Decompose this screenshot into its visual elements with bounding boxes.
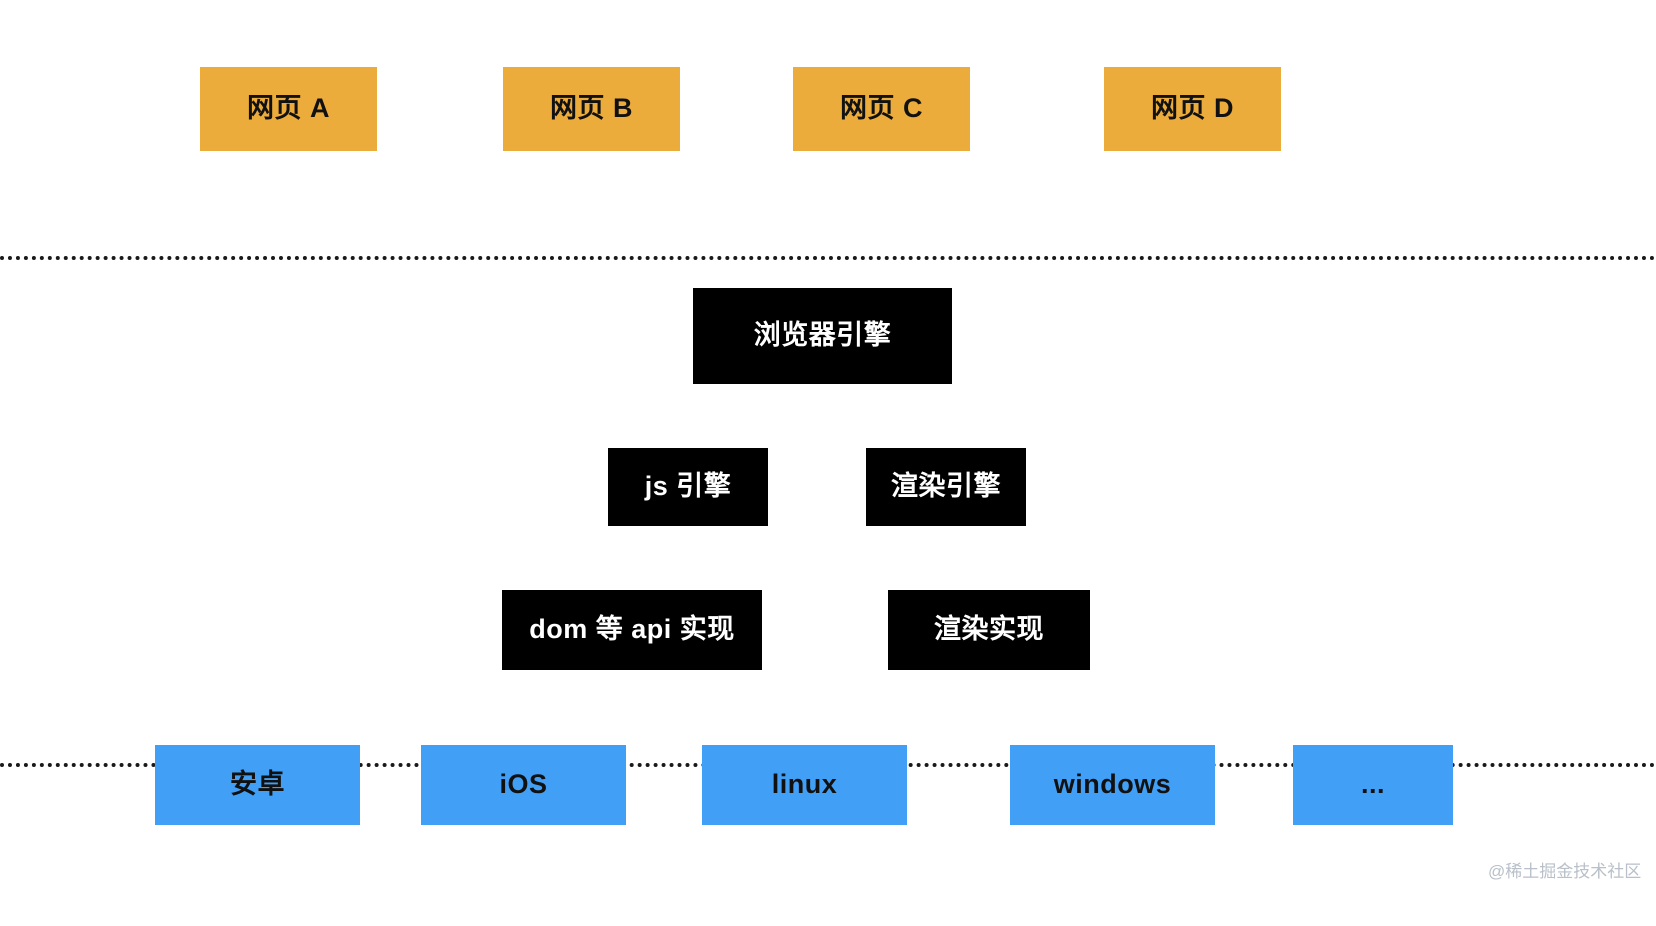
os-label-windows: windows [1053,769,1172,800]
web-page-box-d: 网页 D [1104,67,1281,151]
os-box-ios: iOS [421,745,626,825]
browser-engine-label: 浏览器引擎 [753,320,892,351]
os-box-more: ... [1293,745,1453,825]
os-label-linux: linux [771,769,838,800]
render-engine-label: 渲染引擎 [891,471,1001,502]
web-page-label-d: 网页 D [1151,93,1234,124]
web-page-label-a: 网页 A [247,93,330,124]
os-label-android: 安卓 [230,769,285,800]
web-page-box-b: 网页 B [503,67,680,151]
upper-divider [0,256,1656,260]
render-engine-box: 渲染引擎 [866,448,1026,526]
os-box-windows: windows [1010,745,1215,825]
os-box-android: 安卓 [155,745,360,825]
web-page-label-b: 网页 B [550,93,633,124]
web-page-box-c: 网页 C [793,67,970,151]
browser-engine-box: 浏览器引擎 [693,288,952,384]
web-page-box-a: 网页 A [200,67,377,151]
js-engine-label: js 引擎 [644,471,732,502]
os-label-ios: iOS [499,769,548,800]
js-engine-box: js 引擎 [608,448,768,526]
os-label-more: ... [1360,769,1385,800]
render-impl-label: 渲染实现 [934,614,1044,645]
watermark: @稀土掘金技术社区 [1488,862,1642,881]
web-page-label-c: 网页 C [840,93,923,124]
os-box-linux: linux [702,745,907,825]
dom-api-impl-box: dom 等 api 实现 [502,590,762,670]
dom-api-impl-label: dom 等 api 实现 [529,614,735,645]
render-impl-box: 渲染实现 [888,590,1090,670]
